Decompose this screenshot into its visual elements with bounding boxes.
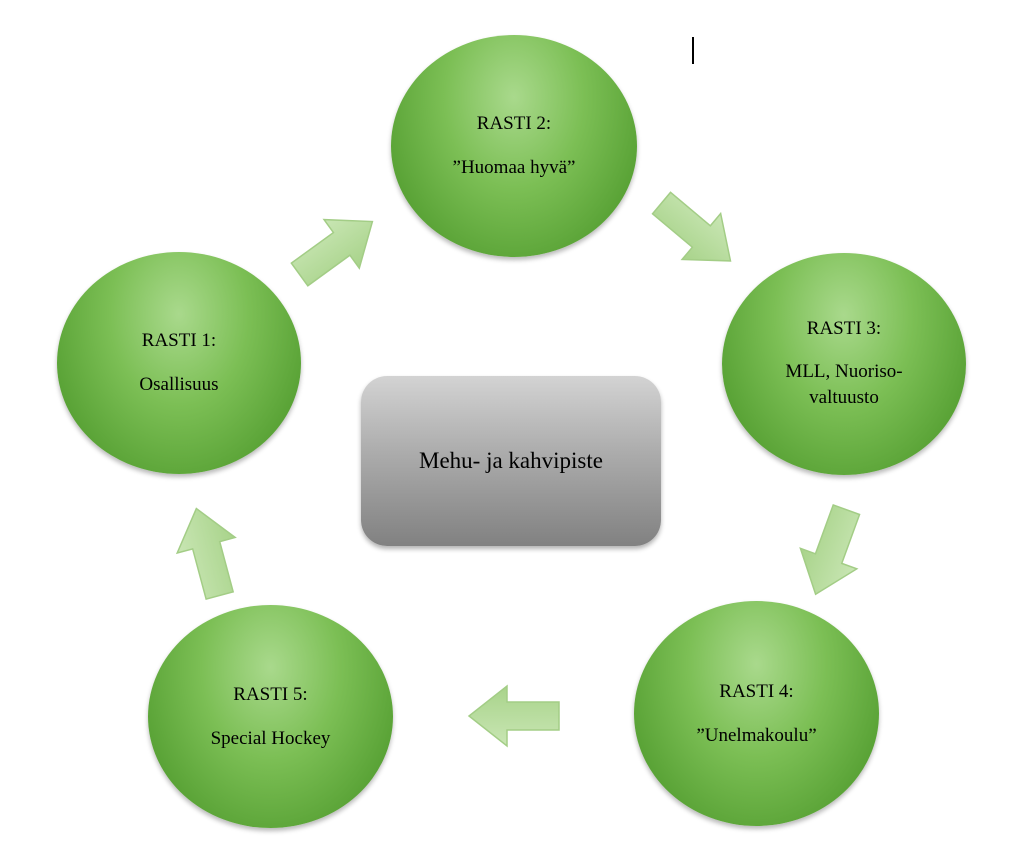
- node-title: RASTI 2:: [476, 113, 552, 135]
- node-rasti-3: RASTI 3: MLL, Nuoriso- valtuusto: [722, 253, 966, 475]
- arrow-4-to-5: [467, 684, 560, 748]
- node-rasti-5: RASTI 5: Special Hockey: [148, 605, 393, 828]
- node-subtitle: ”Unelmakoulu”: [696, 724, 817, 746]
- node-subtitle: ”Huomaa hyvä”: [452, 157, 576, 178]
- arrow-1-to-2: [290, 218, 374, 287]
- node-rasti-1: RASTI 1: Osallisuus: [57, 252, 301, 474]
- text-cursor: [692, 37, 694, 64]
- center-box: Mehu- ja kahvipiste: [361, 376, 661, 546]
- arrow-3-to-4: [799, 503, 861, 596]
- node-subtitle: Special Hockey: [210, 727, 331, 749]
- node-subtitle: MLL, Nuoriso- valtuusto: [785, 361, 903, 408]
- node-title: RASTI 3:: [806, 318, 882, 340]
- node-rasti-4: RASTI 4: ”Unelmakoulu”: [634, 601, 879, 826]
- node-rasti-2: RASTI 2: ”Huomaa hyvä”: [391, 35, 637, 257]
- node-title: RASTI 4:: [719, 680, 794, 702]
- arrow-2-to-3: [651, 191, 732, 262]
- node-title: RASTI 5:: [233, 683, 308, 705]
- node-subtitle: Osallisuus: [139, 374, 219, 395]
- center-label: Mehu- ja kahvipiste: [419, 448, 603, 473]
- node-title: RASTI 1:: [141, 330, 217, 352]
- arrow-5-to-1: [175, 507, 237, 601]
